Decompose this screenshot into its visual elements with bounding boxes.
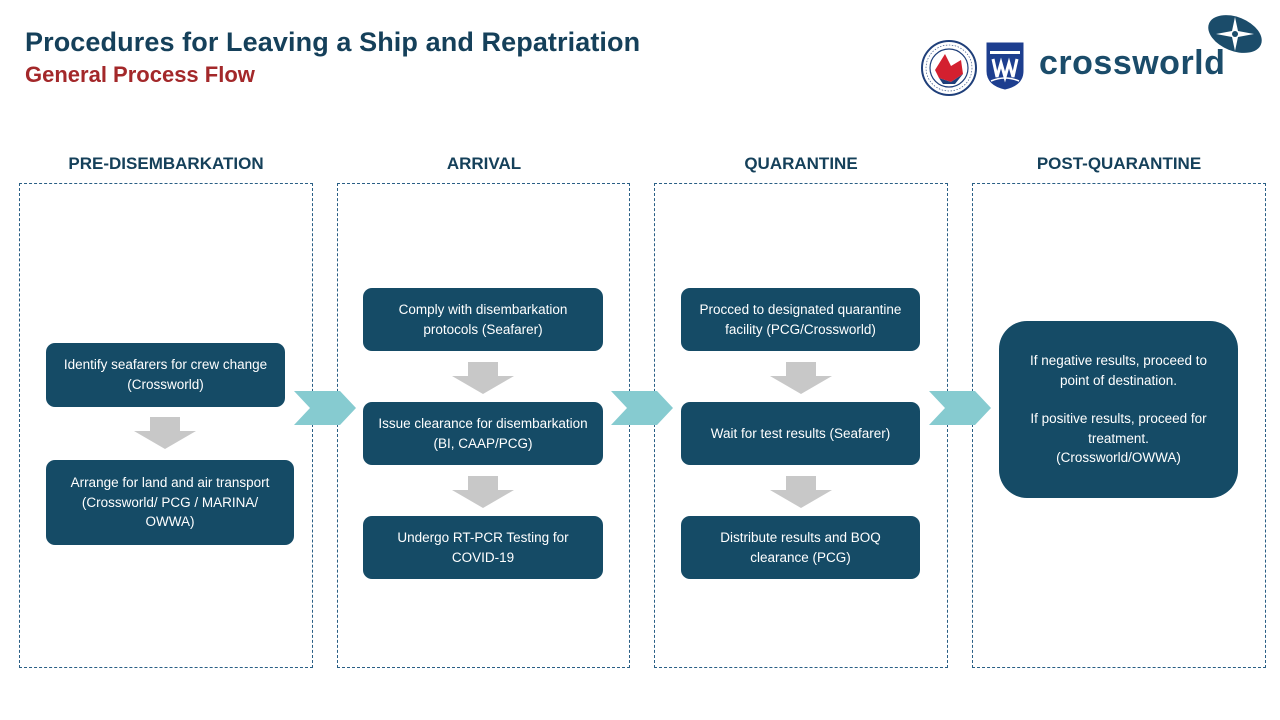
stage-panel-pre-disembarkation [19, 183, 313, 668]
step-box: Wait for test results (Seafarer) [681, 402, 920, 465]
page-subtitle: General Process Flow [25, 62, 255, 87]
step-text: Identify seafarers for crew change (Cros… [63, 357, 268, 392]
down-arrow-icon [770, 476, 832, 508]
step-text: Procced to designated quarantine facilit… [699, 301, 902, 337]
step-box: Comply with disembarkation protocols (Se… [363, 288, 603, 351]
stage-panel-arrival [337, 183, 630, 668]
stage-heading-quarantine: QUARANTINE [744, 154, 858, 173]
stage-panel-quarantine [654, 183, 948, 668]
marina-shield-logo [986, 42, 1024, 90]
page-title: Procedures for Leaving a Ship and Repatr… [25, 27, 641, 57]
step-box: Undergo RT-PCR Testing for COVID-19 [363, 516, 603, 579]
step-text: Distribute results and BOQ clearance (PC… [720, 529, 881, 565]
crossworld-logo-text: crossworld [1039, 44, 1226, 82]
compass-star-icon [1208, 15, 1262, 53]
chevron-right-icon [294, 391, 356, 425]
stage-panel-post-quarantine [972, 183, 1266, 668]
outcome-responsible-text: (Crossworld/OWWA) [1056, 450, 1181, 466]
step-box: Identify seafarers for crew change (Cros… [46, 343, 285, 407]
stage-heading-pre-disembarkation: PRE-DISEMBARKATION [68, 154, 264, 173]
dotr-seal-logo [921, 40, 977, 96]
step-text: Issue clearance for disembarkation (BI, … [378, 415, 588, 451]
chevron-right-icon [929, 391, 991, 425]
down-arrow-icon [770, 362, 832, 394]
step-text: Comply with disembarkation protocols (Se… [398, 301, 568, 337]
down-arrow-icon [134, 417, 196, 449]
outcome-negative-text: If negative results, proceed to point of… [1029, 353, 1208, 388]
step-box: Arrange for land and air transport (Cros… [46, 460, 294, 545]
chevron-right-icon [611, 391, 673, 425]
step-text: Wait for test results (Seafarer) [710, 425, 891, 441]
step-box: Procced to designated quarantine facilit… [681, 288, 920, 351]
stage-heading-arrival: ARRIVAL [446, 154, 522, 173]
step-text: Undergo RT-PCR Testing for COVID-19 [397, 529, 569, 565]
step-box: Distribute results and BOQ clearance (PC… [681, 516, 920, 579]
step-text: Arrange for land and air transport (Cros… [70, 475, 270, 530]
down-arrow-icon [452, 476, 514, 508]
step-box: Issue clearance for disembarkation (BI, … [363, 402, 603, 465]
outcome-box: If negative results, proceed to point of… [999, 321, 1238, 498]
outcome-positive-text: If positive results, proceed for treatme… [1030, 411, 1207, 446]
down-arrow-icon [452, 362, 514, 394]
stage-heading-post-quarantine: POST-QUARANTINE [1036, 154, 1202, 173]
